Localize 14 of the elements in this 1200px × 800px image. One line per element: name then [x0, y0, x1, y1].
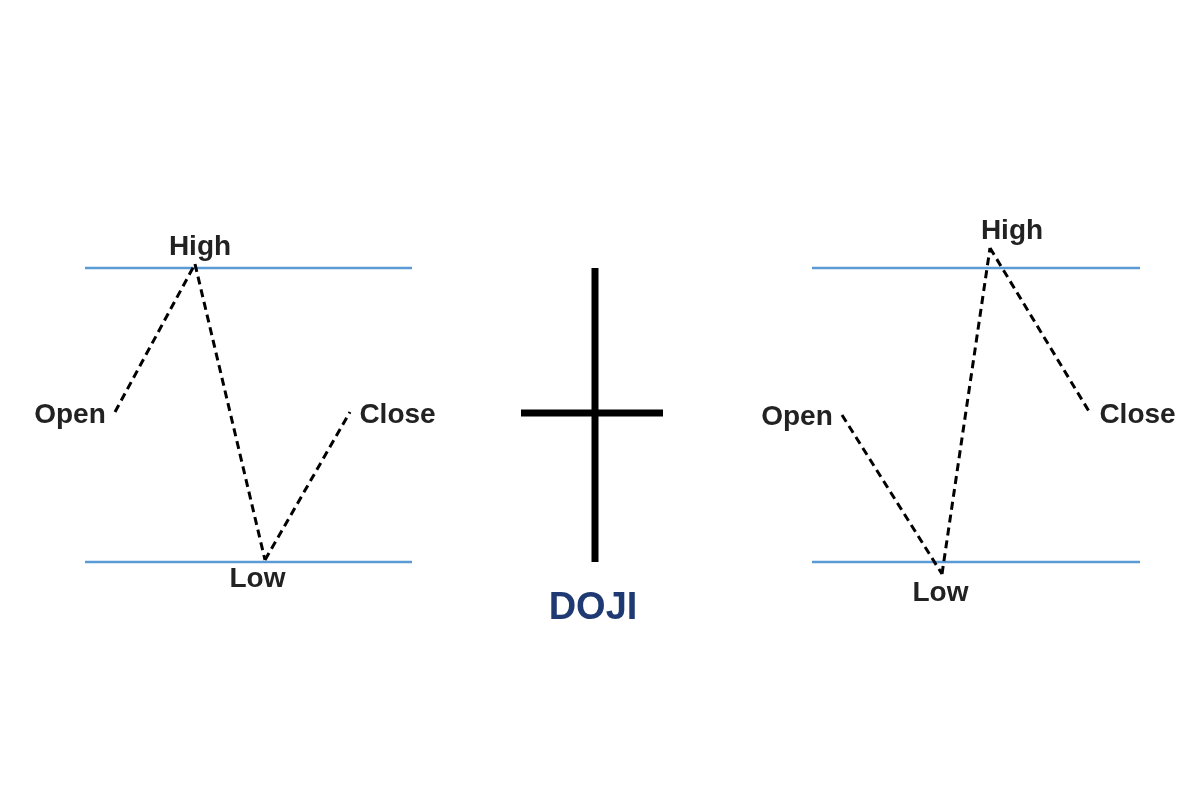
price-point-label: Low — [908, 574, 973, 610]
dashed-price-line — [940, 247, 992, 575]
dashed-price-line — [263, 411, 352, 561]
dashed-price-line — [840, 414, 944, 575]
pattern-name: DOJI — [547, 585, 639, 628]
price-point-label: Low — [225, 560, 290, 596]
dashed-price-line — [193, 263, 267, 561]
price-point-label: Open — [25, 396, 115, 432]
price-point-label: High — [165, 228, 235, 264]
dashed-price-line — [988, 247, 1092, 414]
price-point-label: Open — [752, 398, 842, 434]
price-point-label: Close — [350, 396, 445, 432]
price-point-label: High — [977, 212, 1047, 248]
price-point-label: Close — [1090, 396, 1185, 432]
